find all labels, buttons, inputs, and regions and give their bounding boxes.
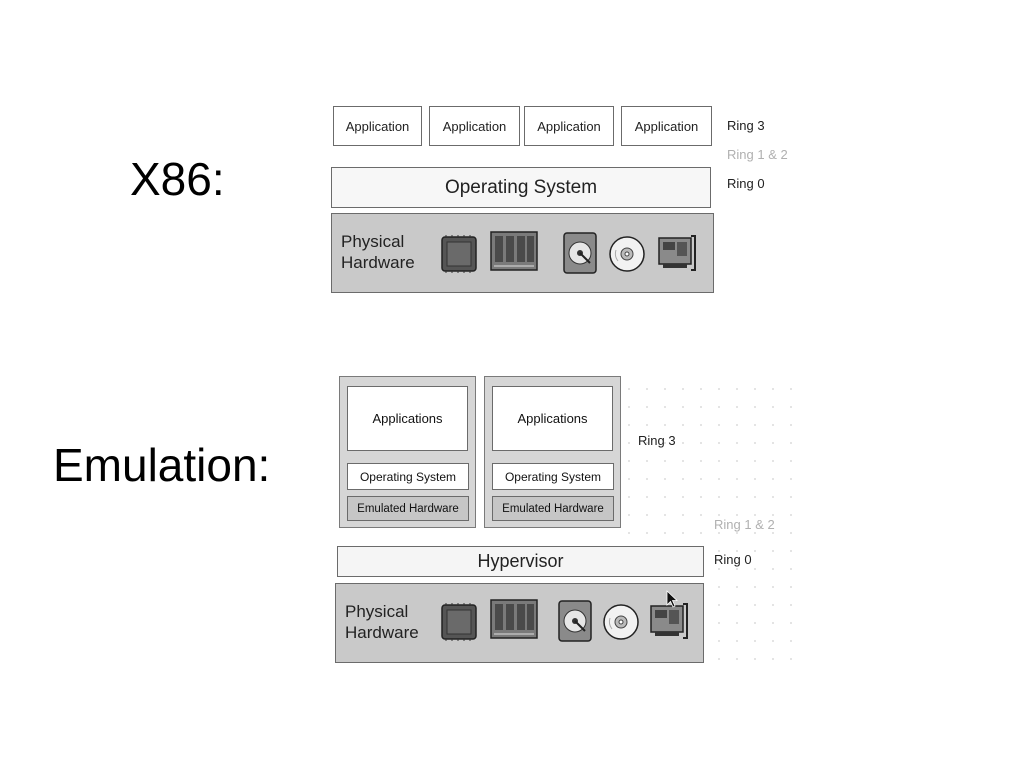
x86-application-2: Application [429,106,520,146]
x86-ring-1-2: Ring 1 & 2 [727,147,788,162]
x86-ring-0: Ring 0 [727,176,765,191]
x86-ring-3: Ring 3 [727,118,765,133]
vm-1-emulated-hardware: Emulated Hardware [347,496,469,521]
vm-2-applications: Applications [492,386,613,451]
emulation-hardware-label-line1: Physical [345,602,409,621]
x86-application-1: Application [333,106,422,146]
x86-physical-hardware: Physical Hardware [331,213,714,293]
emulation-hardware-label-line2: Hardware [345,623,419,642]
vm-2-operating-system: Operating System [492,463,614,490]
emulation-physical-hardware: Physical Hardware [335,583,704,663]
expansion-card-icon [658,235,696,271]
vm-2: Applications Operating System Emulated H… [484,376,621,528]
x86-hardware-label: Physical Hardware [341,231,415,273]
vm-1: Applications Operating System Emulated H… [339,376,476,528]
vm-1-applications: Applications [347,386,468,451]
emulation-ring-1-2: Ring 1 & 2 [714,517,775,532]
optical-disc-icon [603,604,639,640]
x86-hardware-label-line2: Hardware [341,253,415,272]
ram-icon [490,599,538,639]
hypervisor: Hypervisor [337,546,704,577]
x86-operating-system: Operating System [331,167,711,208]
emulation-ring-0: Ring 0 [714,552,752,567]
ram-icon [490,231,538,271]
mouse-cursor-icon [666,590,679,608]
emulation-label: Emulation: [53,439,271,491]
x86-application-4: Application [621,106,712,146]
emulation-hardware-label: Physical Hardware [345,601,419,643]
x86-hardware-label-line1: Physical [341,232,405,251]
optical-disc-icon [609,236,645,272]
cpu-icon [441,603,477,642]
vm-1-operating-system: Operating System [347,463,469,490]
cpu-icon [441,235,477,274]
x86-application-3: Application [524,106,614,146]
emulation-ring-3: Ring 3 [638,433,676,448]
vm-2-emulated-hardware: Emulated Hardware [492,496,614,521]
x86-label: X86: [130,153,225,205]
hard-disk-icon [563,232,597,274]
hard-disk-icon [558,600,592,642]
